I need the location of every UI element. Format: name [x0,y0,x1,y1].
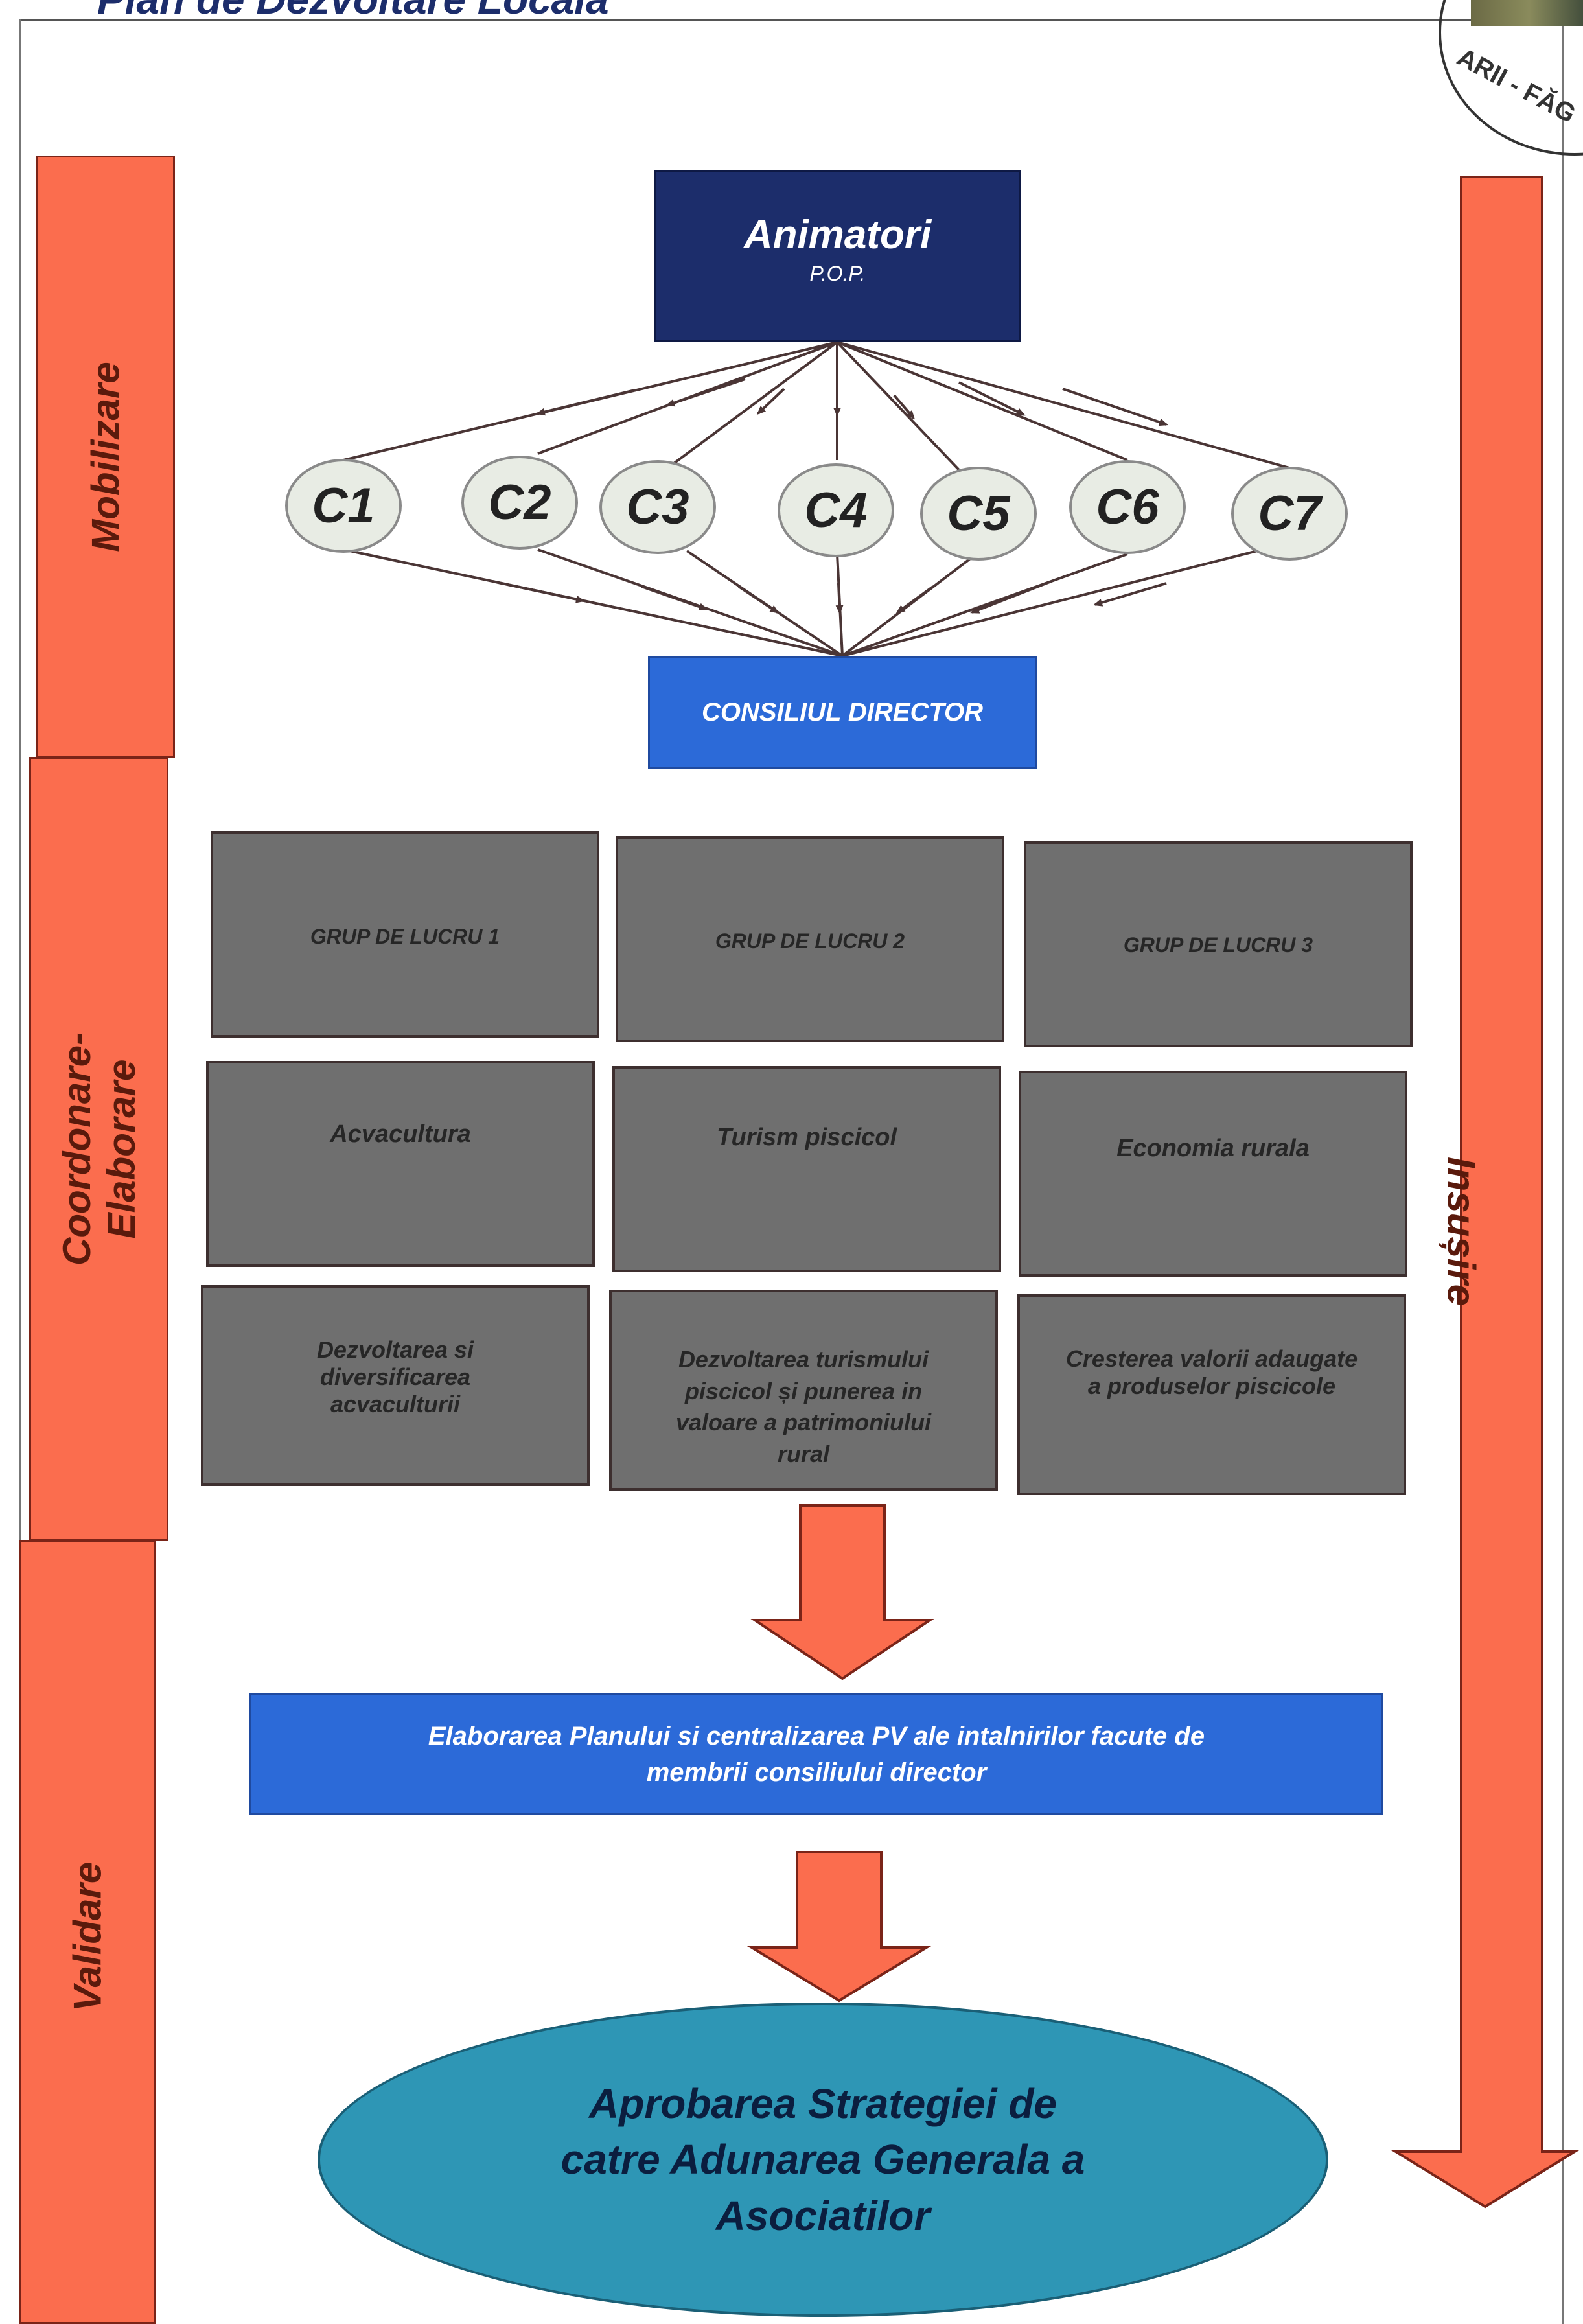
elaborare-label: Elaborarea Planului si centralizarea PV … [428,1722,1205,1787]
group-1-header-label: GRUP DE LUCRU 1 [310,925,500,948]
group-3-desc: Cresterea valorii adaugate a produselor … [1017,1294,1406,1495]
node-c5-label: C5 [947,486,1010,541]
node-c2: C2 [461,456,578,550]
group-3-topic: Economia rurala [1019,1071,1407,1277]
phase-label-validare: Validare [65,1861,110,2012]
node-c7: C7 [1231,467,1348,561]
group-3-desc-label: Cresterea valorii adaugate a produselor … [1065,1345,1358,1399]
node-c5: C5 [920,467,1037,561]
group-1-topic: Acvacultura [206,1061,595,1267]
group-1-header: GRUP DE LUCRU 1 [211,831,599,1038]
phase-label-insusire: Insușire [1439,1156,1483,1307]
group-2-desc: Dezvoltarea turismului piscicol și puner… [609,1290,998,1491]
elaborare-box: Elaborarea Planului si centralizarea PV … [249,1693,1383,1815]
phase-label-insusire-wrap: Insușire [1396,1102,1526,1361]
animatori-subtitle: P.O.P. [809,262,866,285]
approval-ellipse: Aprobarea Strategiei de catre Adunarea G… [318,2003,1328,2317]
node-c4-label: C4 [804,483,868,538]
group-2-header-label: GRUP DE LUCRU 2 [715,929,905,953]
consiliul-director-box: CONSILIUL DIRECTOR [648,656,1037,769]
phase-label-coordonare-line1: Coordonare- [54,1032,98,1266]
group-1-desc-label: Dezvoltarea si diversificarea acvacultur… [316,1336,474,1417]
node-c4: C4 [778,463,894,557]
phase-label-coordonare: Coordonare- Elaborare [54,1032,144,1266]
group-1-topic-label: Acvacultura [330,1121,471,1148]
animatori-box: Animatori P.O.P. [654,170,1021,342]
node-c2-label: C2 [488,475,551,530]
group-2-topic: Turism piscicol [612,1066,1001,1272]
node-c1-label: C1 [312,478,375,533]
node-c6: C6 [1069,460,1186,554]
node-c7-label: C7 [1258,486,1321,541]
frame-left-line [19,19,21,2324]
phase-bar-coordonare: Coordonare- Elaborare [29,757,168,1541]
group-2-header: GRUP DE LUCRU 2 [616,836,1004,1042]
approval-label: Aprobarea Strategiei de catre Adunarea G… [560,2080,1085,2239]
phase-label-coordonare-line2: Elaborare [99,1059,143,1239]
node-c1: C1 [285,459,402,553]
page-title: Plan de Dezvoltare Locala [97,0,609,23]
header-rule [19,19,1562,21]
frame-right-line [1562,19,1564,2324]
phase-bar-mobilizare: Mobilizare [36,156,175,758]
down-arrow-2 [746,1851,932,2003]
insusire-arrow [1391,176,1580,2209]
node-c6-label: C6 [1096,480,1159,535]
consiliul-director-label: CONSILIUL DIRECTOR [701,698,984,726]
group-2-topic-label: Turism piscicol [716,1124,897,1151]
animatori-title: Animatori [743,213,932,257]
group-1-desc: Dezvoltarea si diversificarea acvacultur… [201,1285,590,1486]
phase-bar-validare: Validare [19,1540,156,2324]
node-c3: C3 [599,460,716,554]
down-arrow-1 [750,1504,934,1680]
group-3-topic-label: Economia rurala [1116,1135,1310,1162]
group-3-header-label: GRUP DE LUCRU 3 [1123,933,1313,957]
group-3-header: GRUP DE LUCRU 3 [1024,841,1413,1047]
node-c3-label: C3 [626,480,689,535]
group-2-desc-label: Dezvoltarea turismului piscicol și puner… [675,1346,932,1467]
connectors [343,341,1290,657]
